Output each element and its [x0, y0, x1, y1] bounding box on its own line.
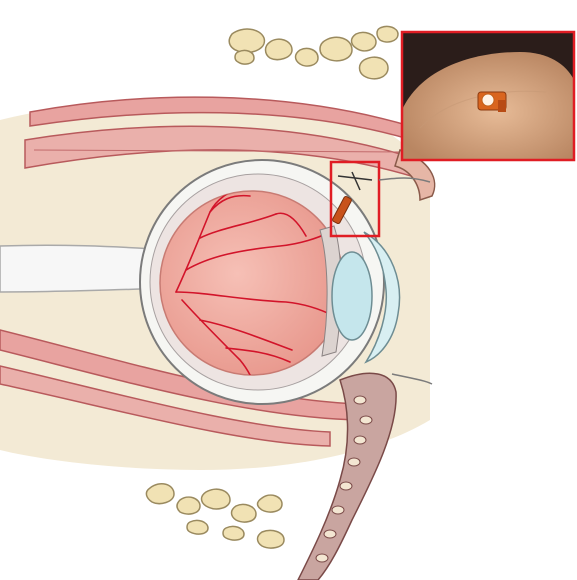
- implant-on-fingertip: [478, 92, 506, 112]
- lens: [332, 252, 372, 340]
- implant-inset-photo: [402, 32, 574, 160]
- retina: [160, 191, 344, 375]
